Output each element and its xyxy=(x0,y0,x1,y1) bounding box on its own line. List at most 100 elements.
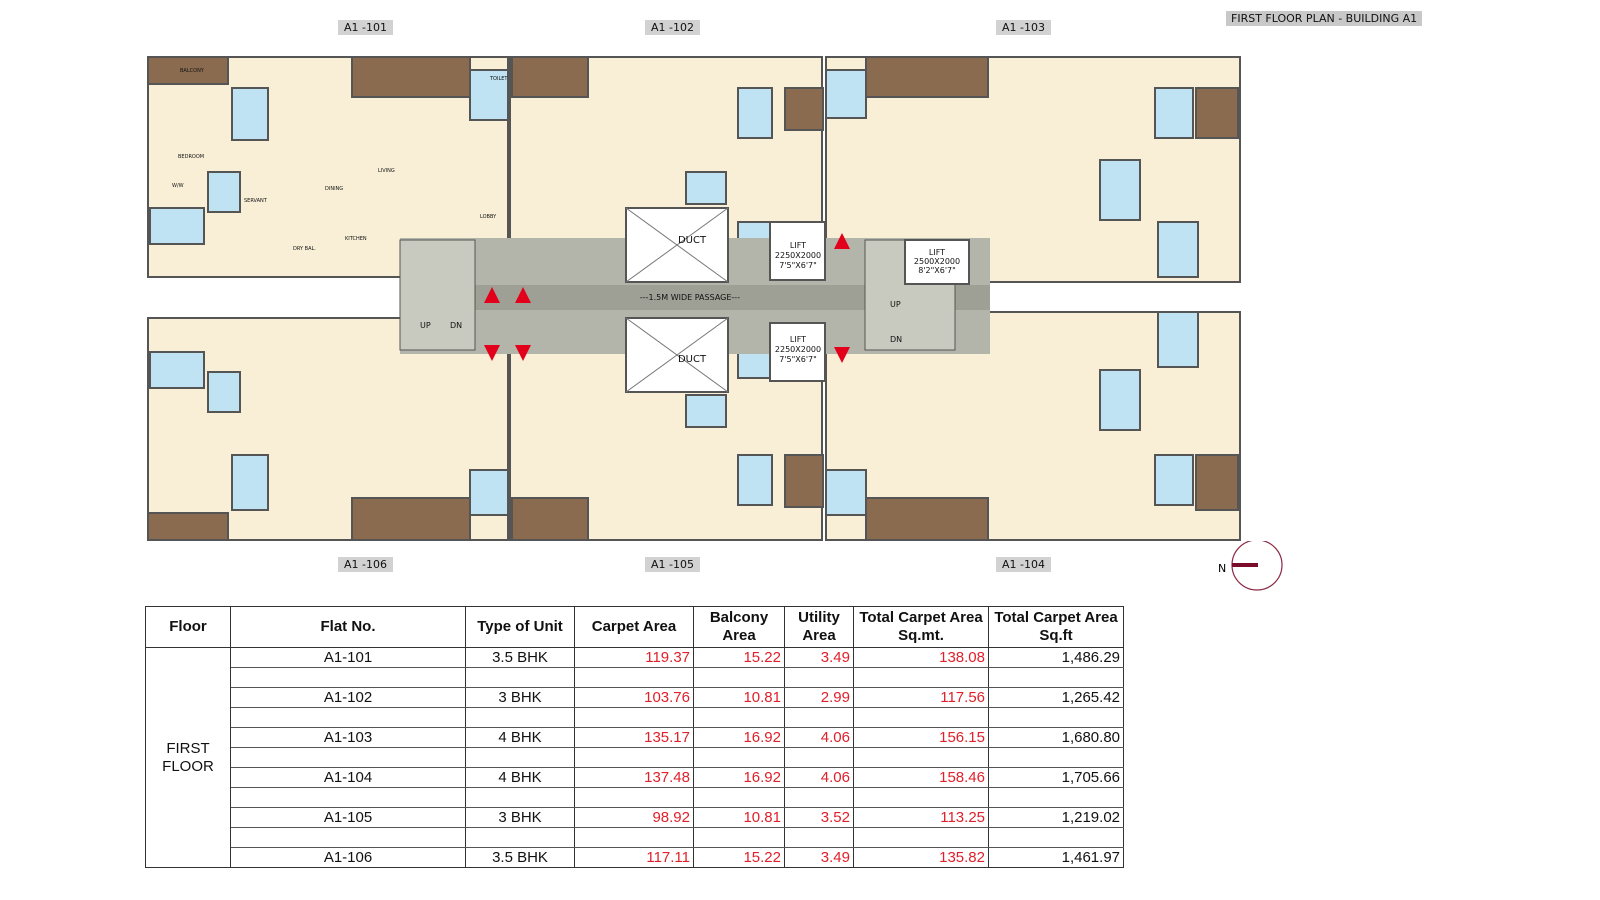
cell-balcony: 15.22 xyxy=(693,647,785,668)
empty-cell xyxy=(784,787,854,808)
empty-cell xyxy=(784,707,854,728)
empty-cell xyxy=(693,747,785,768)
header-total-sqm: Total Carpet Area Sq.mt. xyxy=(853,606,989,648)
duct-label: DUCT xyxy=(678,235,707,246)
toilet xyxy=(1099,159,1141,221)
toilet xyxy=(149,351,205,389)
toilet xyxy=(1099,369,1141,431)
header-balcony-area: Balcony Area xyxy=(693,606,785,648)
empty-cell xyxy=(853,707,989,728)
toilet xyxy=(207,171,241,213)
cell-flat: A1-103 xyxy=(230,727,466,748)
lift-label: LIFT xyxy=(790,335,806,344)
empty-cell xyxy=(988,787,1124,808)
toilet xyxy=(1154,87,1194,139)
cell-carpet: 137.48 xyxy=(574,767,694,788)
empty-cell xyxy=(988,707,1124,728)
duct-label: DUCT xyxy=(678,354,707,365)
empty-cell xyxy=(693,787,785,808)
room-label: LIVING xyxy=(378,168,395,174)
plan-labels: ---1.5M WIDE PASSAGE--- DUCT DUCT LIFT 2… xyxy=(172,68,960,365)
cell-flat: A1-106 xyxy=(230,847,466,868)
cell-utility: 3.49 xyxy=(784,647,854,668)
lift-left-bottom xyxy=(769,322,826,382)
toilet xyxy=(149,207,205,245)
cell-total-sqm: 117.56 xyxy=(853,687,989,708)
entry-arrow-icon xyxy=(834,233,850,249)
empty-cell xyxy=(784,827,854,848)
cell-carpet: 117.11 xyxy=(574,847,694,868)
cell-utility: 2.99 xyxy=(784,687,854,708)
empty-cell xyxy=(988,667,1124,688)
empty-cell xyxy=(230,747,466,768)
cell-carpet: 98.92 xyxy=(574,807,694,828)
header-utility-area: Utility Area xyxy=(784,606,854,648)
core-area xyxy=(399,207,990,393)
spacer-row xyxy=(146,667,1124,688)
unit-label-106: A1 -106 xyxy=(338,557,393,572)
cell-balcony: 15.22 xyxy=(693,847,785,868)
cell-flat: A1-101 xyxy=(230,647,466,668)
header-type: Type of Unit xyxy=(465,606,575,648)
empty-cell xyxy=(574,707,694,728)
balcony xyxy=(147,56,229,85)
passage-label: ---1.5M WIDE PASSAGE--- xyxy=(640,293,740,302)
cell-flat: A1-102 xyxy=(230,687,466,708)
cell-utility: 4.06 xyxy=(784,727,854,748)
header-floor: Floor xyxy=(145,606,231,648)
stair-up-label: UP xyxy=(420,321,431,330)
empty-cell xyxy=(574,747,694,768)
entry-arrows xyxy=(484,233,850,363)
cell-total-sqft: 1,461.97 xyxy=(988,847,1124,868)
empty-cell xyxy=(465,747,575,768)
empty-cell xyxy=(230,827,466,848)
empty-cell xyxy=(230,787,466,808)
toilet xyxy=(231,454,269,511)
toilet xyxy=(1157,221,1199,278)
north-compass: N xyxy=(1218,539,1288,597)
cell-total-sqm: 158.46 xyxy=(853,767,989,788)
cell-total-sqft: 1,219.02 xyxy=(988,807,1124,828)
room-label: TOILET xyxy=(489,76,508,82)
lift-label: LIFT xyxy=(790,241,806,250)
toilet xyxy=(469,69,509,121)
cell-total-sqft: 1,705.66 xyxy=(988,767,1124,788)
room-label: LOBBY xyxy=(480,214,497,220)
cell-type: 3.5 BHK xyxy=(465,647,575,668)
toilet xyxy=(1157,311,1199,368)
balcony xyxy=(865,56,989,98)
toilet xyxy=(1154,454,1194,506)
stair-up-label: UP xyxy=(890,300,901,309)
empty-cell xyxy=(465,787,575,808)
room-label: W/W xyxy=(172,183,184,189)
toilet xyxy=(825,69,867,119)
toilet xyxy=(207,371,241,413)
toilet xyxy=(231,87,269,141)
empty-cell xyxy=(853,827,989,848)
floor-plan-drawing: ---1.5M WIDE PASSAGE--- DUCT DUCT LIFT 2… xyxy=(147,56,1241,541)
balcony xyxy=(784,454,824,508)
empty-cell xyxy=(574,827,694,848)
unit-label-103: A1 -103 xyxy=(996,20,1051,35)
room-label: KITCHEN xyxy=(345,236,367,242)
spacer-row xyxy=(146,827,1124,848)
empty-cell xyxy=(853,787,989,808)
cell-type: 3 BHK xyxy=(465,687,575,708)
cell-total-sqm: 156.15 xyxy=(853,727,989,748)
cell-flat: A1-105 xyxy=(230,807,466,828)
room-label: BEDROOM xyxy=(178,154,204,160)
stair-down-label: DN xyxy=(450,321,462,330)
balcony xyxy=(147,512,229,541)
room-label: SERVANT xyxy=(244,198,268,204)
staircase-left xyxy=(399,239,476,351)
empty-cell xyxy=(230,707,466,728)
cell-type: 3.5 BHK xyxy=(465,847,575,868)
